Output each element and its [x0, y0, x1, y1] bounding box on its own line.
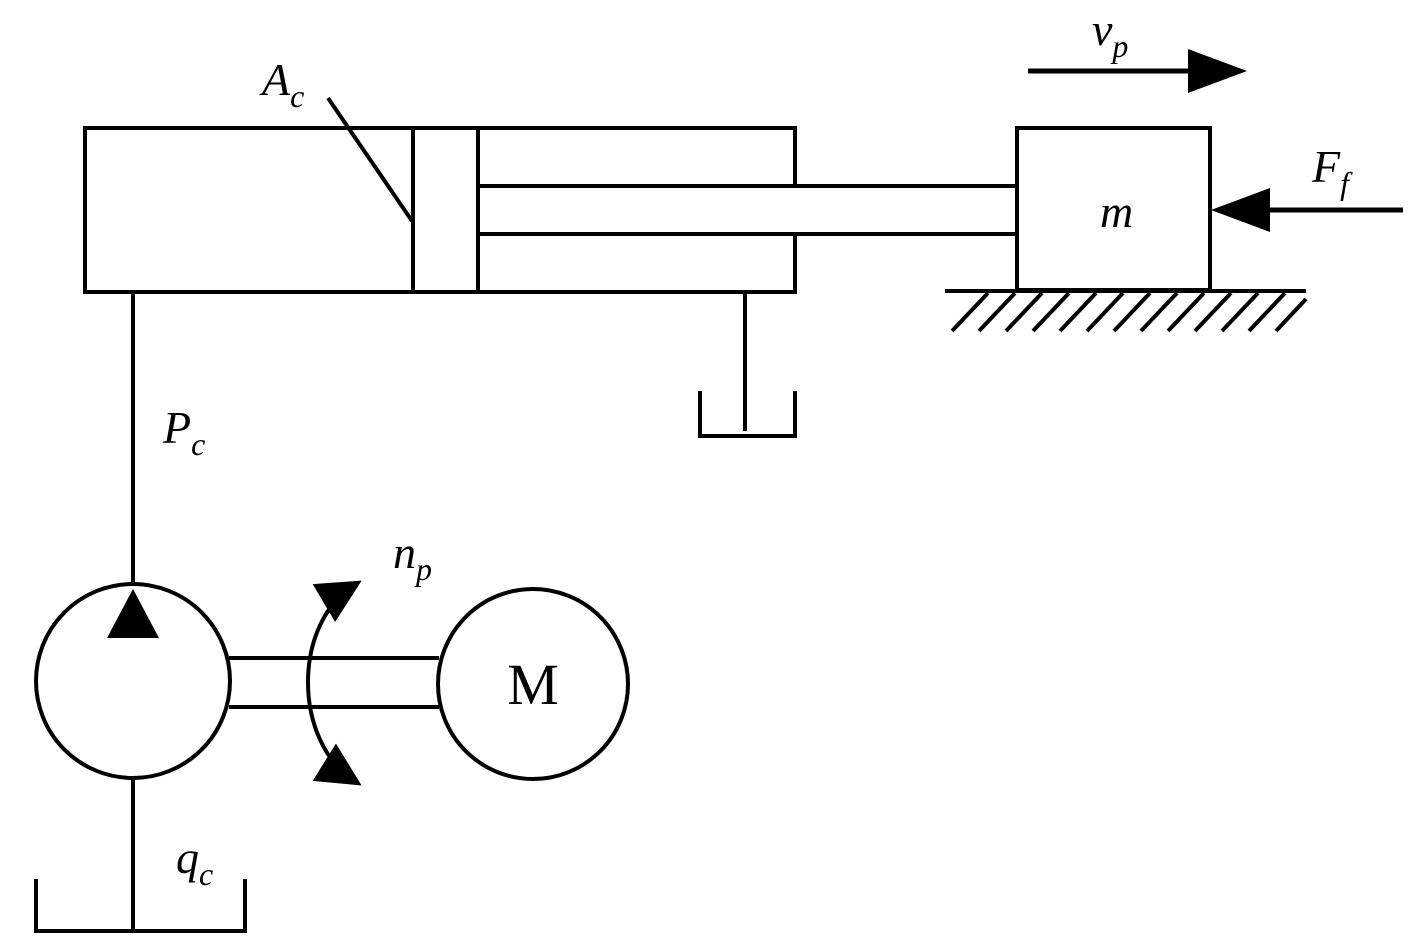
friction-force-arrow — [1211, 188, 1403, 232]
velocity-label: vp — [1092, 4, 1128, 64]
return-tank — [698, 391, 797, 438]
motor-label: M — [507, 652, 559, 717]
motor-circle — [436, 587, 630, 781]
piston-area-label: Ac — [259, 54, 304, 114]
piston — [411, 128, 480, 292]
flow-label: qc — [176, 832, 213, 892]
piston-rod — [476, 184, 1019, 236]
mass-block — [1015, 126, 1212, 292]
ground-hatching — [950, 291, 1308, 333]
piston-area-leader-line — [326, 96, 414, 223]
velocity-arrow — [1028, 49, 1247, 93]
suction-tank — [34, 879, 247, 933]
mass-label: m — [1100, 186, 1133, 237]
friction-force-label: Ff — [1311, 141, 1353, 201]
pump-speed-label: np — [393, 527, 432, 587]
drive-shaft — [229, 656, 439, 709]
pressure-label: Pc — [162, 402, 205, 462]
pump-flow-triangle — [107, 589, 159, 638]
rotation-arrow — [306, 580, 362, 786]
